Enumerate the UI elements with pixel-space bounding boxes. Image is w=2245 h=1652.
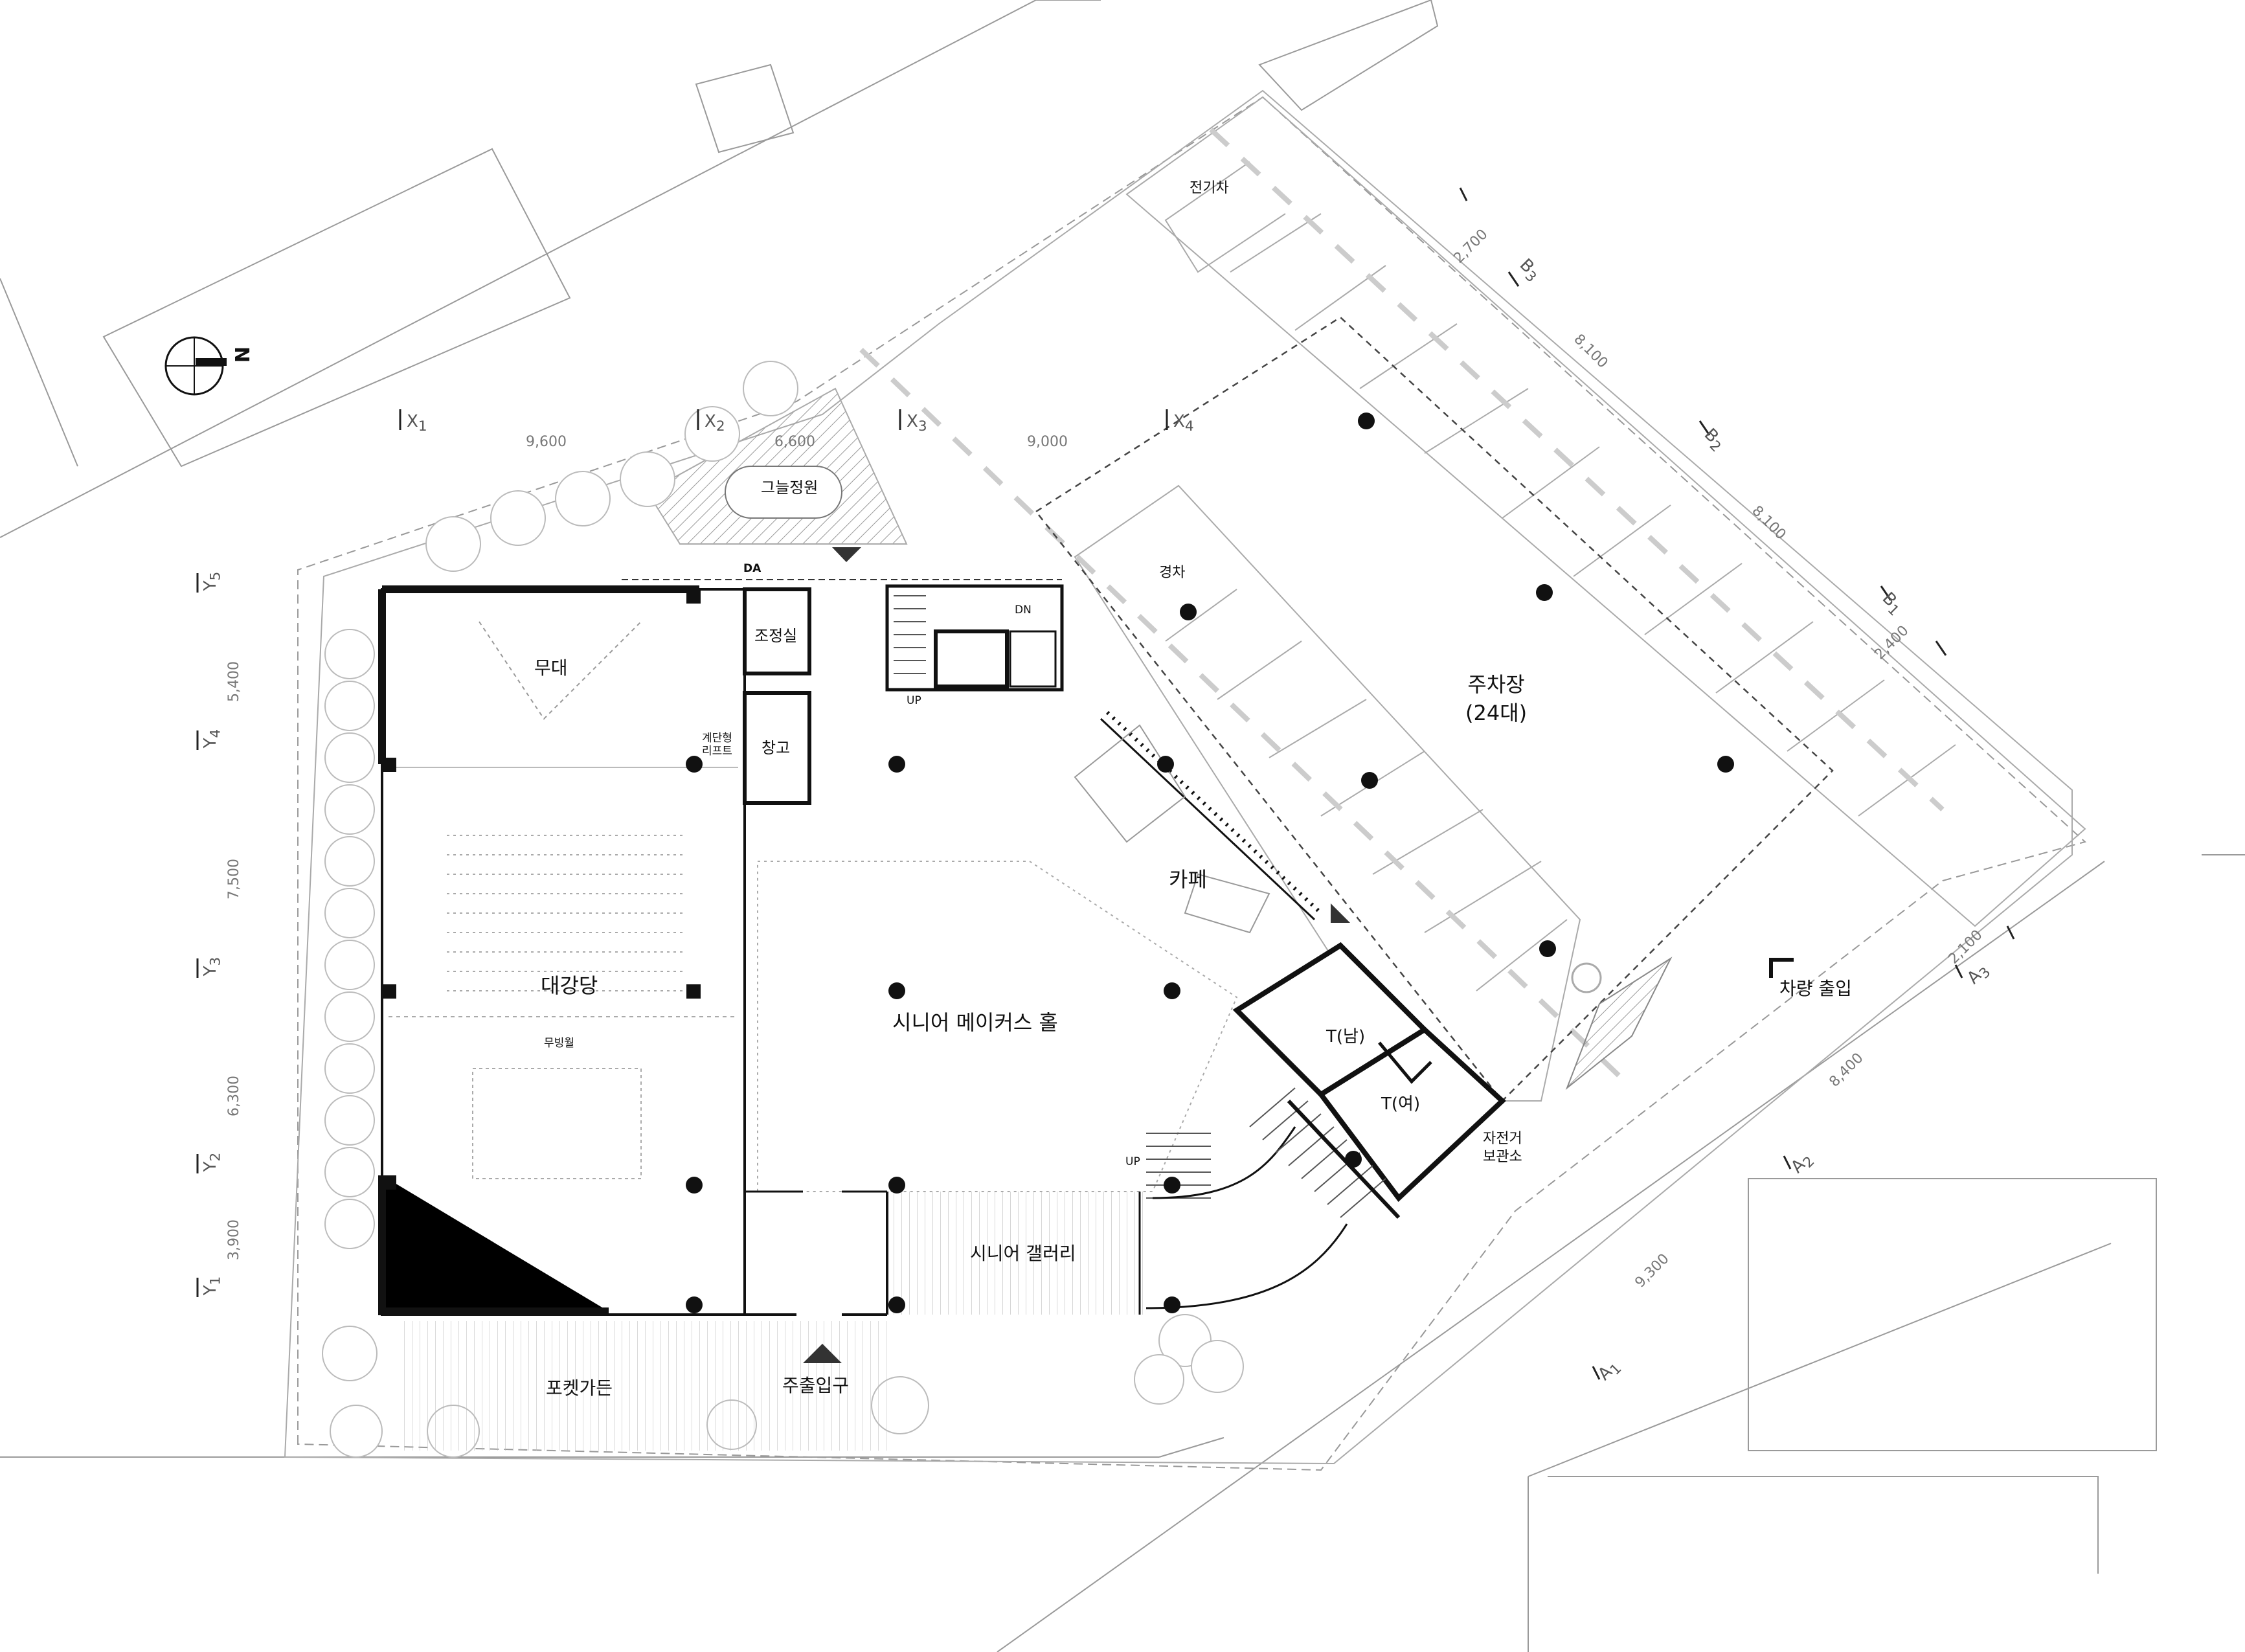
axis-y3: Y3 xyxy=(201,956,224,977)
label-control-room: 조정실 xyxy=(754,627,798,645)
cafe-entrance-arrow xyxy=(1331,903,1350,923)
workshop-tables xyxy=(472,1068,642,1179)
cafe-kitchen xyxy=(1074,724,1186,843)
dim-x1: 9,600 xyxy=(526,434,567,450)
label-up-core: UP xyxy=(907,694,921,707)
cafe-bar xyxy=(1184,873,1270,934)
cafe-counter xyxy=(1100,718,1316,921)
label-dn-core: DN xyxy=(1015,604,1032,617)
elevator xyxy=(934,629,1009,688)
stair-core xyxy=(885,584,1064,692)
label-cafe: 카페 xyxy=(1169,867,1207,892)
elevator-2 xyxy=(1009,630,1057,688)
axis-x3: X3 xyxy=(907,412,927,435)
axis-x4: X4 xyxy=(1173,412,1194,435)
paving-edge xyxy=(284,89,2073,1465)
label-makers-hall: 시니어 메이커스 홀 xyxy=(892,1010,1058,1035)
bike-storage-ramp xyxy=(1249,1087,1386,1218)
dim-y3: 6,300 xyxy=(225,1076,242,1116)
label-storage: 창고 xyxy=(761,739,791,757)
main-entrance-arrow xyxy=(803,1344,842,1363)
dim-x2: 6,600 xyxy=(774,434,815,450)
vehicle-entrance-mark xyxy=(1769,958,1794,978)
dim-x3: 9,000 xyxy=(1027,434,1068,450)
label-stage: 무대 xyxy=(534,657,568,679)
label-up-gallery: UP xyxy=(1125,1155,1140,1168)
label-toilet-men: T(남) xyxy=(1326,1027,1366,1047)
label-lift: 계단형 리프트 xyxy=(702,732,732,758)
stair-treads xyxy=(894,595,926,674)
label-vehicle-entrance: 차량 출입 xyxy=(1779,978,1852,999)
axis-y1: Y1 xyxy=(201,1276,224,1296)
storage-room xyxy=(743,691,811,805)
label-bike-storage: 자전거 보관소 xyxy=(1483,1131,1522,1165)
axis-x1: X1 xyxy=(407,412,427,435)
label-parking: 주차장 (24대) xyxy=(1465,672,1528,725)
building xyxy=(378,579,1506,1316)
axis-x2: X2 xyxy=(705,412,725,435)
label-da: DA xyxy=(743,562,761,575)
axis-y5: Y5 xyxy=(201,571,224,591)
accessible-parking-icon xyxy=(1571,962,1602,993)
columns xyxy=(382,413,1734,1313)
dim-y2: 7,500 xyxy=(225,859,242,900)
north-label: N xyxy=(230,346,253,363)
parking-canopy-outline xyxy=(1035,316,1834,1102)
auditorium-seating xyxy=(447,835,686,991)
label-compact-car: 경차 xyxy=(1159,565,1186,581)
accessible-parking-hatch xyxy=(1565,956,1673,1091)
control-room xyxy=(743,587,811,675)
site-boundary xyxy=(297,96,2087,1471)
north-entrance-arrow xyxy=(832,547,861,562)
axis-ticks xyxy=(196,187,2015,1380)
axis-y4: Y4 xyxy=(201,729,224,749)
label-pocket-garden: 포켓가든 xyxy=(546,1377,613,1399)
dim-y4: 3,900 xyxy=(225,1219,242,1260)
axis-y2: Y2 xyxy=(201,1152,224,1172)
parking-lane-2 xyxy=(1209,128,1945,811)
label-movable-wall: 무빙월 xyxy=(544,1037,574,1050)
label-shade-garden: 그늘정원 xyxy=(761,479,818,497)
dim-y1: 5,400 xyxy=(225,661,242,702)
hall-outline xyxy=(757,861,1238,1192)
parking-lane xyxy=(859,348,1634,1090)
shade-garden-area xyxy=(725,466,842,519)
north-arrow-icon xyxy=(164,336,227,396)
gallery-deck xyxy=(887,1192,1146,1315)
label-auditorium: 대강당 xyxy=(541,973,598,998)
south-paving xyxy=(401,1321,894,1451)
label-ev-parking: 전기차 xyxy=(1190,180,1229,196)
toilet-block xyxy=(1232,942,1506,1202)
label-main-entrance: 주출입구 xyxy=(782,1375,850,1396)
label-gallery: 시니어 갤러리 xyxy=(970,1243,1076,1264)
label-toilet-women: T(여) xyxy=(1381,1094,1421,1114)
parking-lot xyxy=(1074,96,2086,1102)
